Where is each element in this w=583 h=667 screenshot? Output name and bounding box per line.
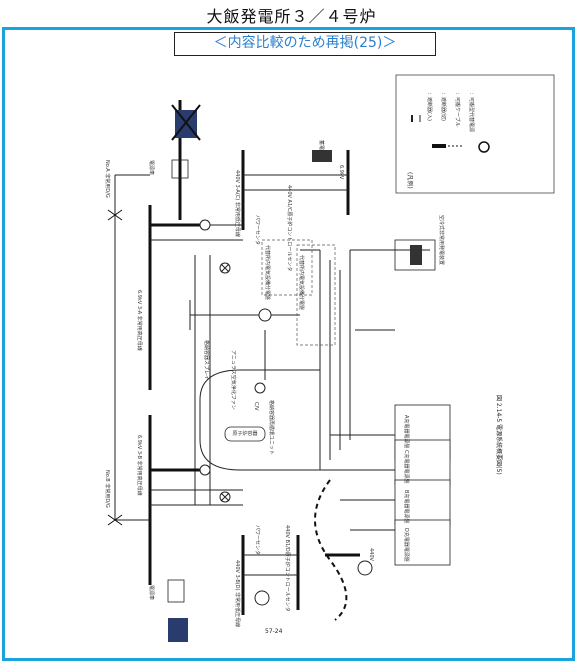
- pc-a-label: 440V 3-A(C) 非常用低圧母線: [234, 170, 241, 237]
- aux-pump-label: アニュラス空気浄化ファン: [230, 350, 237, 410]
- emergency-gen-b-box: [167, 579, 185, 603]
- battery-label: 空冷式非常用発電装置: [438, 215, 445, 265]
- battery-icon: [410, 245, 422, 265]
- dc-panel2-label: 代替所内電気設備分電盤: [298, 255, 305, 310]
- load-boxes: [394, 404, 451, 566]
- lv-label: 440V: [368, 548, 374, 562]
- bus-b-label: 6.9kV 3-B 非常用高圧母線: [136, 435, 143, 496]
- diagram-page-number: 57-24: [265, 628, 283, 635]
- page-title: 大飯発電所３／４号炉: [206, 7, 377, 26]
- emergency-gen-b-label: 電源車: [148, 585, 155, 600]
- cv-label: C/V: [253, 402, 259, 411]
- load-2-label: C充電器電源盤: [403, 450, 410, 484]
- battery-bank-icon: [312, 150, 332, 162]
- load-1-label: A充電器電源盤: [403, 415, 410, 448]
- dc-panel-label: 代替所内電気設備分電盤: [264, 245, 271, 300]
- rx-cooling-label: 格納容器スプレイ: [203, 340, 210, 380]
- cv-spray-label: 格納容器再循環ユニット: [268, 400, 275, 455]
- dc-panel-box: [261, 239, 313, 296]
- cc-a-label: 440V A1/C原子炉コントロールセンタ: [286, 185, 293, 271]
- battery-box: [394, 239, 436, 271]
- dg-a-label: No.A 非常用D/G: [104, 160, 111, 198]
- dc-panel2-box: [296, 244, 336, 346]
- diagram-caption: 図 2.14-5 電源系統概要図(5): [495, 395, 503, 475]
- load-4-label: D充電器電源盤: [403, 528, 410, 562]
- feeder-lines: [114, 174, 430, 576]
- reprint-banner: ＜内容比較のため再掲(25)＞: [174, 32, 436, 56]
- bus-a-label: 6.9kV 3-A 非常用高圧母線: [136, 290, 143, 351]
- legend-item-3: ：可搬ケーブル: [454, 92, 461, 127]
- emergency-gen-a-box: [171, 159, 189, 179]
- pc-b-label: 440V 3-B(D) 非常用低圧母線: [234, 560, 241, 627]
- gen-vehicle-b-icon: [168, 618, 188, 642]
- portable-cable: [314, 479, 348, 621]
- battery-bank-label: 蓄電池: [318, 140, 325, 155]
- cc-b-label: 440V B1/D原子炉コントロールセンタ: [284, 525, 291, 612]
- reactor-outline: [199, 369, 321, 471]
- rx-vessel-label: 原子炉容器: [232, 430, 257, 437]
- emergency-gen-a-label: 電源車: [148, 160, 155, 175]
- power-center-b-label: パワーセンタ: [254, 525, 261, 555]
- load-3-label: B充電器電源盤: [403, 490, 410, 523]
- legend-item-1: ：遮断器(入): [426, 92, 433, 121]
- mv-label: 6.9kV: [338, 165, 344, 180]
- motor-symbols: [199, 219, 373, 606]
- rx-vessel-icon: [224, 426, 266, 442]
- power-center-a-label: パワーセンタ: [254, 215, 261, 245]
- dg-symbols: [107, 209, 123, 526]
- legend-item-4: ：可搬型代替電源: [468, 92, 475, 132]
- legend-title: (凡例): [406, 172, 414, 189]
- legend: (凡例) ：遮断器(入) ：遮断器(切) ：可搬ケーブル ：可搬型代替電源: [395, 74, 555, 194]
- legend-item-2: ：遮断器(切): [440, 92, 447, 121]
- dg-b-label: No.B 非常用D/G: [104, 470, 111, 508]
- main-feeders: [150, 100, 360, 557]
